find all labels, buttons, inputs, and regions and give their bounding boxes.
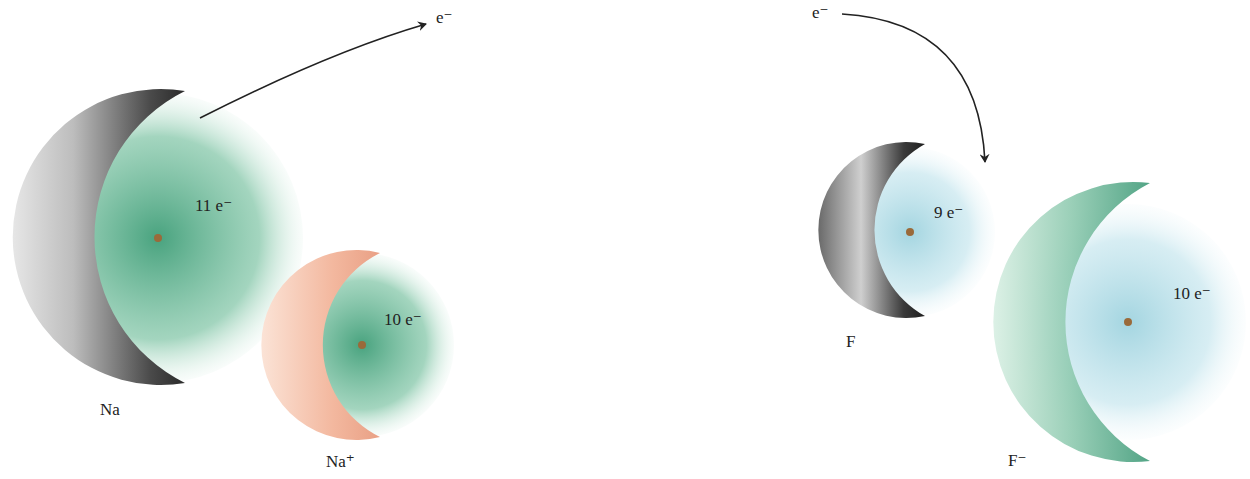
particle: 10 e⁻ Na⁺ — [265, 245, 475, 478]
electron-label: e⁻ — [812, 3, 829, 23]
atom-label: F — [846, 332, 855, 352]
atom-label: Na — [100, 400, 120, 420]
nucleus — [906, 228, 914, 236]
electron-count: 10 e⁻ — [1173, 284, 1211, 304]
nucleus — [358, 341, 366, 349]
particle: 11 e⁻ Na — [10, 80, 320, 478]
electron-arrow — [200, 24, 426, 118]
ion-shell — [993, 182, 1150, 462]
nucleus — [154, 234, 162, 242]
particle: 9 e⁻ F — [815, 135, 1025, 360]
ion-label: F⁻ — [1008, 451, 1026, 471]
atom-shell — [818, 142, 925, 318]
ion-shell — [261, 250, 380, 440]
electron-count: 10 e⁻ — [384, 310, 422, 330]
particle: 10 e⁻ F⁻ — [985, 165, 1247, 478]
electron-arrow — [842, 14, 985, 162]
ion-label: Na⁺ — [326, 452, 355, 472]
electron-label: e⁻ — [436, 8, 453, 28]
electron-count: 9 e⁻ — [934, 203, 963, 223]
nucleus — [1124, 318, 1132, 326]
atom-shell — [13, 89, 185, 385]
electron-count: 11 e⁻ — [195, 196, 232, 216]
